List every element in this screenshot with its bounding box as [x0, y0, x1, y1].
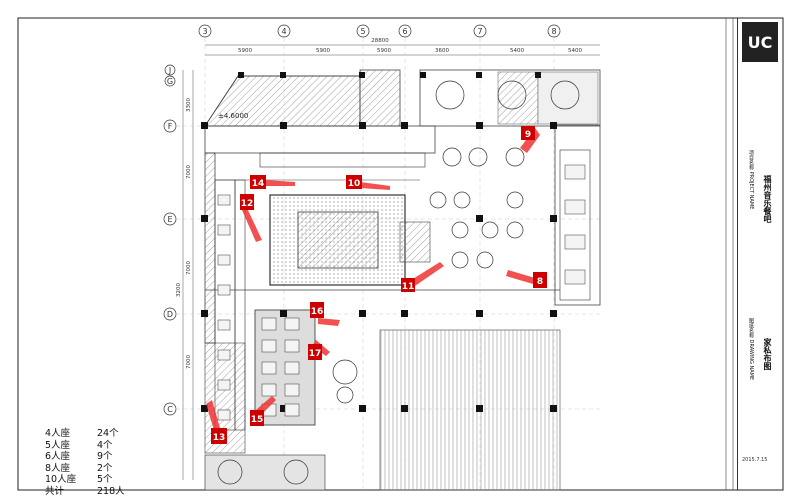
svg-text:5400: 5400 — [510, 48, 524, 54]
svg-text:5: 5 — [360, 27, 365, 36]
title-block — [737, 18, 784, 490]
grid-row-markers: J G F E D C — [163, 64, 177, 416]
project-name: 福州音乐餐吧 — [763, 175, 772, 223]
svg-text:3300: 3300 — [186, 98, 192, 112]
svg-text:3: 3 — [202, 27, 207, 36]
svg-text:D: D — [167, 310, 173, 319]
svg-text:14: 14 — [252, 179, 265, 189]
grid-row-F: F — [163, 119, 177, 133]
grid-col-8: 8 — [547, 24, 561, 38]
grid-col-5: 5 — [356, 24, 370, 38]
grid-col-6: 6 — [398, 24, 412, 38]
view-marker-15: 15 — [250, 396, 276, 426]
view-marker-17: 17 — [308, 340, 330, 360]
grid-col-3: 3 — [198, 24, 212, 38]
svg-text:G: G — [167, 77, 173, 86]
building-structure — [204, 69, 601, 491]
view-markers: 9 10 14 12 11 8 16 17 15 13 — [206, 126, 547, 444]
svg-text:8: 8 — [537, 277, 543, 287]
grid-column-markers: 3 4 5 6 7 8 — [198, 24, 561, 38]
grid-row-G: G — [164, 75, 176, 87]
svg-text:4: 4 — [281, 27, 286, 36]
svg-text:10: 10 — [348, 179, 361, 189]
svg-text:7000: 7000 — [186, 355, 192, 369]
svg-text:6: 6 — [402, 27, 407, 36]
elevation-label: ±4.6000 — [218, 112, 248, 120]
svg-text:16: 16 — [311, 307, 324, 317]
svg-text:11: 11 — [402, 282, 415, 292]
svg-text:5400: 5400 — [568, 48, 582, 54]
view-marker-10: 10 — [346, 175, 390, 190]
svg-text:17: 17 — [309, 349, 322, 359]
grid-col-4: 4 — [277, 24, 291, 38]
svg-text:9: 9 — [525, 130, 531, 140]
view-marker-16: 16 — [310, 302, 340, 326]
svg-text:5900: 5900 — [316, 48, 330, 54]
svg-text:5900: 5900 — [377, 48, 391, 54]
svg-text:8: 8 — [551, 27, 556, 36]
svg-text:13: 13 — [213, 433, 226, 443]
grid-col-7: 7 — [473, 24, 487, 38]
drawing-date: 2015.7.15 — [742, 457, 768, 463]
drawing-name: 家私布图 — [763, 338, 772, 370]
svg-text:7000: 7000 — [186, 261, 192, 275]
svg-text:7: 7 — [477, 27, 482, 36]
svg-text:E: E — [167, 215, 172, 224]
view-marker-9: 9 — [520, 126, 540, 153]
view-marker-8: 8 — [506, 270, 547, 288]
view-marker-12: 12 — [240, 194, 262, 242]
svg-text:3200: 3200 — [176, 283, 182, 297]
top-dimensions: 28800 5900 5900 5900 3600 5400 5400 — [205, 38, 600, 56]
view-marker-13: 13 — [206, 400, 227, 444]
left-dimensions: 3300 7000 3200 7000 7000 — [176, 70, 194, 480]
svg-text:12: 12 — [241, 199, 254, 209]
svg-text:28800: 28800 — [371, 38, 389, 44]
round-tables — [217, 80, 580, 485]
project-name-label: 项目名称 PROJECT NAME — [748, 150, 754, 210]
grid-row-D: D — [163, 307, 177, 321]
svg-text:5900: 5900 — [238, 48, 252, 54]
grid-row-C: C — [163, 402, 177, 416]
grid-row-E: E — [163, 212, 177, 226]
structural-columns — [201, 72, 557, 412]
grid-row-J: J — [164, 64, 176, 76]
svg-text:C: C — [167, 405, 173, 414]
square-tables — [217, 164, 586, 421]
svg-text:7000: 7000 — [186, 165, 192, 179]
view-marker-11: 11 — [401, 262, 444, 292]
svg-text:15: 15 — [251, 415, 264, 425]
drawing-name-label: 图纸名称 DRAWING NAME — [748, 318, 754, 381]
svg-text:F: F — [168, 122, 173, 131]
svg-text:3600: 3600 — [435, 48, 449, 54]
company-logo: UC — [742, 22, 778, 62]
svg-text:J: J — [168, 66, 171, 75]
view-marker-14: 14 — [250, 175, 295, 189]
